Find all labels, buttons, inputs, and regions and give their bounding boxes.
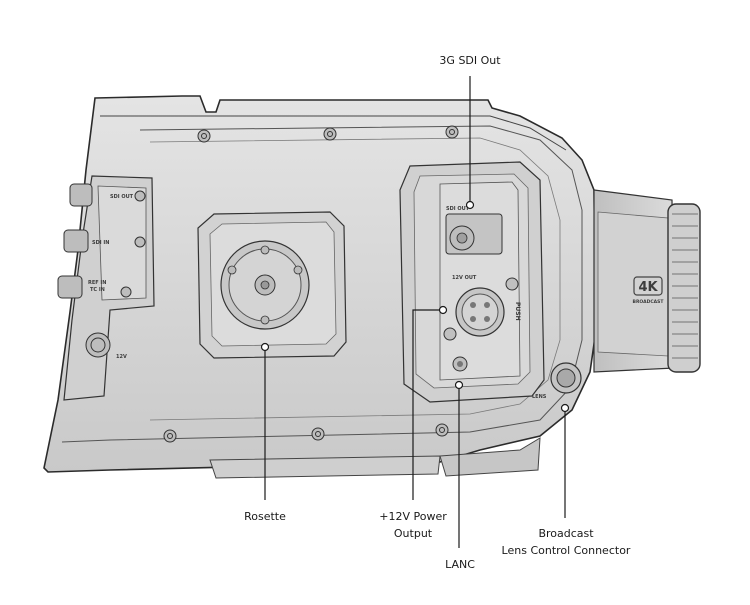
badge-4k: 4K [638,280,658,295]
callout-dot-power-out [438,305,448,315]
panel-label-12v-out: 12V OUT [452,275,477,281]
callout-dot-lens-control [560,403,570,413]
callout-sdi-out: 3G SDI Out [439,54,501,67]
panel-label-ref-in: REF IN [88,280,106,286]
lens-mount: 4K BROADCAST [593,189,701,373]
lens-connector: LENS [532,362,582,400]
panel-label-sdi-out-side: SDI OUT [446,206,470,212]
panel-label-lens: LENS [532,394,547,400]
leader-lines [260,76,570,548]
callout-lens-control: Broadcast Lens Control Connector [501,527,631,557]
callout-power-out: +12V Power Output [379,510,447,540]
callout-lanc: LANC [445,558,475,571]
rosette-plate [197,211,347,359]
panel-label-12v: 12V [116,354,127,360]
badge-broadcast: BROADCAST [633,299,665,305]
panel-label-sdi-out: SDI OUT [110,194,134,200]
top-screws [163,125,459,443]
callout-dot-rosette [260,342,270,352]
callout-dot-sdi-out [465,200,475,210]
panel-label-push: PUSH [514,302,521,321]
panel-label-sdi-in: SDI IN [92,240,109,246]
leader-power-out [412,309,439,500]
callout-dot-lanc [454,380,464,390]
callout-rosette: Rosette [244,510,286,523]
left-connector-panel: SDI OUT SDI IN REF IN TC IN 12V [57,175,155,401]
right-connector-panel: SDI OUT 12V OUT PUSH [399,161,545,403]
panel-label-tc-in: TC IN [90,287,105,293]
